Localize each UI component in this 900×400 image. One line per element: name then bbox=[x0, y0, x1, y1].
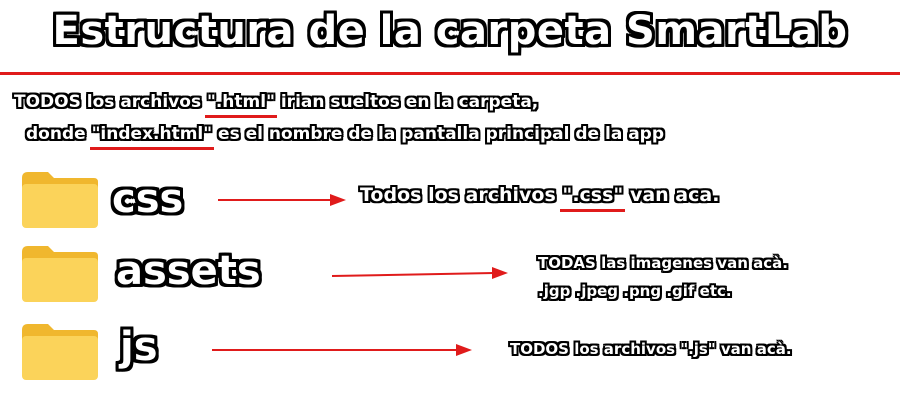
css-desc-post: van aca. bbox=[623, 184, 720, 206]
folder-desc-assets-line-2: .jgp .jpeg .png .gif etc. bbox=[538, 282, 732, 300]
title-divider bbox=[0, 72, 900, 75]
page-title: Estructura de la carpeta SmartLab bbox=[52, 8, 848, 54]
arrow-icon bbox=[212, 344, 472, 356]
folder-icon bbox=[22, 324, 98, 380]
arrow-icon bbox=[218, 194, 346, 206]
css-desc-pre: Todos los archivos bbox=[360, 184, 563, 206]
folder-name-assets: assets bbox=[116, 248, 261, 294]
intro-line-1-post: irian sueltos en la carpeta, bbox=[274, 92, 539, 112]
folder-desc-assets-line-1: TODAS las imagenes van acà. bbox=[538, 254, 788, 272]
index-html-highlight: "index.html" bbox=[89, 124, 214, 150]
intro-line-2: donde "index.html" es el nombre de la pa… bbox=[26, 124, 665, 150]
folder-name-js: js bbox=[120, 324, 158, 370]
folder-desc-js: TODOS los archivos ".js" van acà. bbox=[510, 340, 792, 358]
intro-line-2-post: es el nombre de la pantalla principal de… bbox=[212, 124, 665, 144]
html-extension-highlight: ".html" bbox=[204, 92, 277, 118]
folder-icon bbox=[22, 172, 98, 228]
folder-name-css: css bbox=[112, 176, 184, 222]
css-extension-highlight: ".css" bbox=[560, 184, 626, 212]
intro-line-1-pre: TODOS los archivos bbox=[14, 92, 207, 112]
intro-line-1: TODOS los archivos ".html" irian sueltos… bbox=[14, 92, 539, 118]
folder-desc-css: Todos los archivos ".css" van aca. bbox=[360, 184, 720, 212]
arrow-icon bbox=[332, 267, 508, 279]
folder-icon bbox=[22, 246, 98, 302]
intro-line-2-pre: donde bbox=[26, 124, 92, 144]
